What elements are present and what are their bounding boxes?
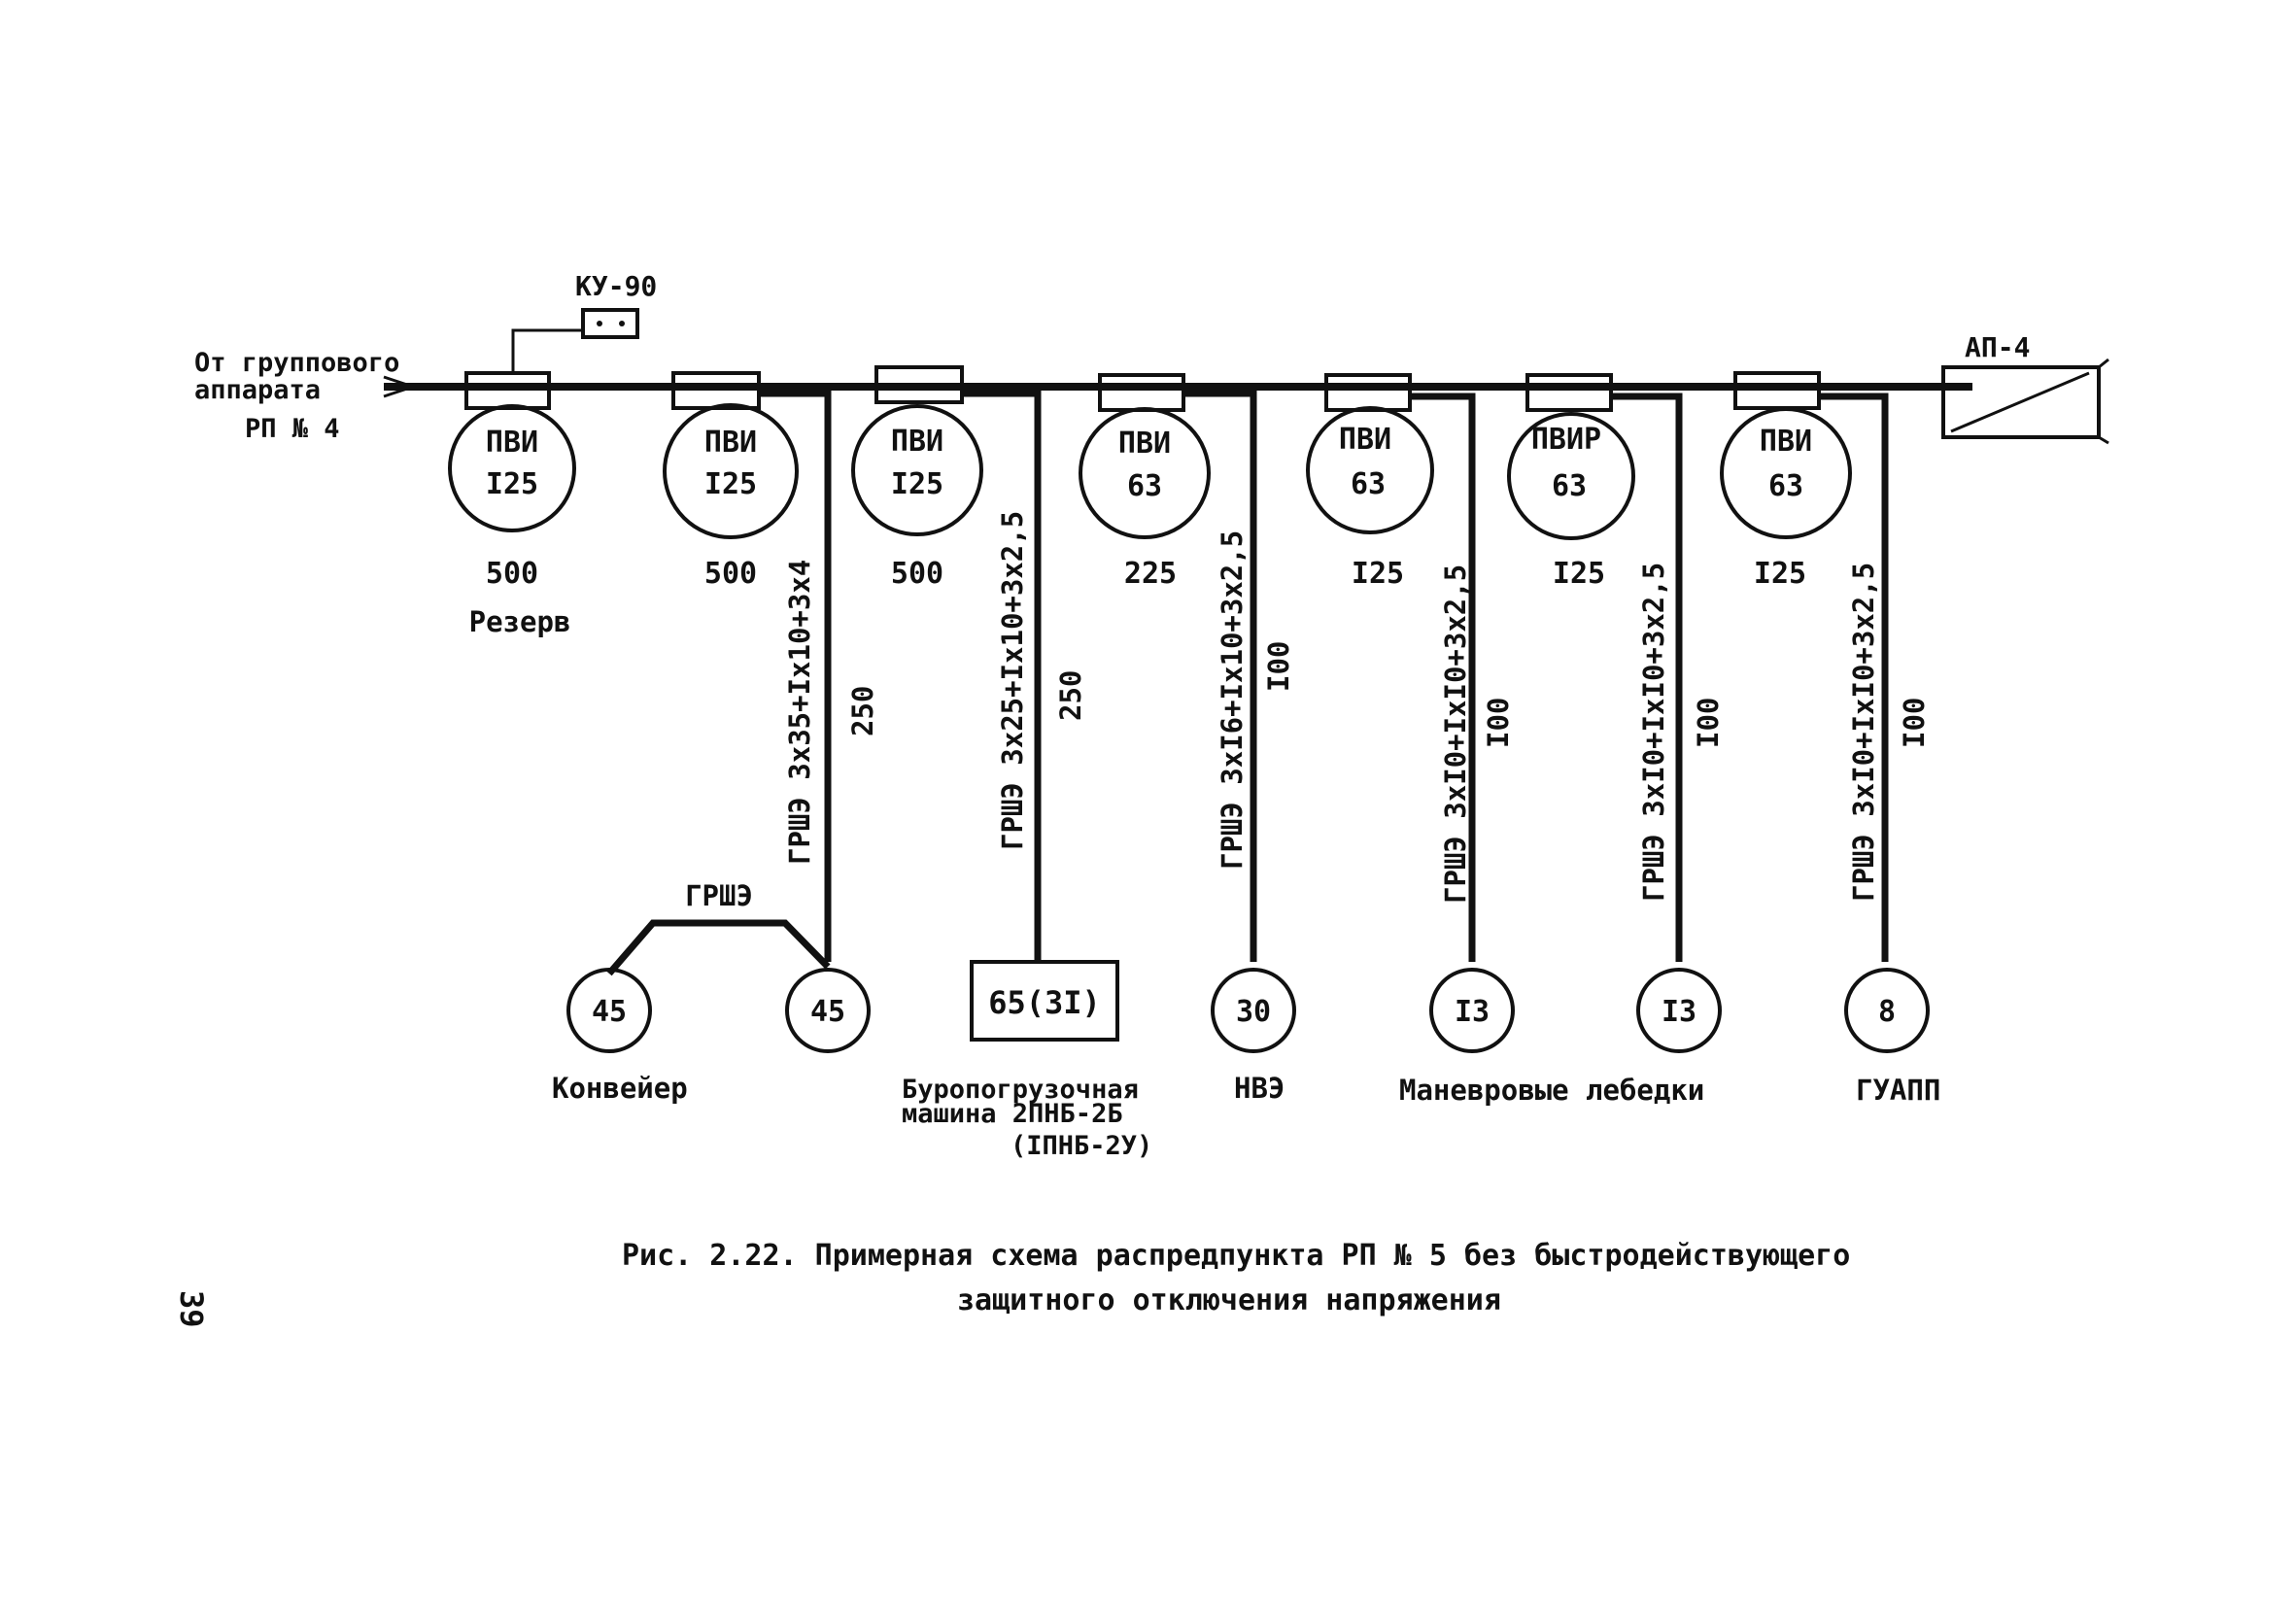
ap4-diagonal [1950,371,2090,433]
ku90-contact [597,321,602,326]
switch-5-circle [1306,406,1434,534]
feeder-6-length: I00 [1692,698,1725,748]
switch-7-circle [1720,407,1852,539]
feeder-3-cable-label: ГРШЭ 3х25+Iх10+3х2,5 [996,511,1029,850]
switch-2-current: I25 [704,467,757,501]
switch-7-type: ПВИ [1760,425,1812,459]
switch-7-setting: I25 [1754,557,1806,591]
conveyor-motor-a-power: 45 [592,995,627,1029]
switch-3-setting: 500 [891,557,943,591]
ku90-contact [619,321,625,326]
nve-motor [1211,968,1296,1053]
feeder-3-cable [962,390,1042,962]
ap4-tick [2098,358,2109,369]
switch-6-current: 63 [1552,469,1587,503]
switch-1-note: Резерв [469,605,571,638]
conveyor-motor-b-power: 45 [810,995,845,1029]
winch-b-power: I3 [1662,995,1696,1029]
feeder-4-cable-label: ГРШЭ 3хI6+Iх10+3х2,5 [1216,530,1249,870]
loader-name-3: (IПНБ-2У) [1011,1131,1152,1161]
conveyor-link-cable [606,919,831,976]
winch-name: Маневровые лебедки [1399,1074,1704,1107]
switch-6-circle [1507,412,1635,540]
loader-box [970,960,1119,1042]
switch-1-current: I25 [486,467,538,501]
switch-5-setting: I25 [1352,557,1404,591]
feeder-6-cable-label: ГРШЭ 3хI0+IхI0+3х2,5 [1637,563,1670,902]
winch-a-power: I3 [1455,995,1490,1029]
feeder-2-length: 250 [846,686,879,736]
guapp-motor [1844,968,1930,1053]
loader-power: 65(3I) [988,984,1101,1021]
feeder-6-cable [1611,393,1683,962]
feeder-7-cable-label: ГРШЭ 3хI0+IхI0+3х2,5 [1847,563,1880,902]
winch-motor-b [1636,968,1722,1053]
switch-7-current: 63 [1768,469,1803,503]
feeder-2-cable [759,390,832,962]
feeder-4-cable [1183,390,1257,962]
source-label-line1: От группового [194,348,399,378]
switch-2-setting: 500 [704,557,757,591]
conveyor-name: Конвейер [552,1072,688,1105]
page-number: 39 [173,1290,210,1328]
ap4-tick [2098,435,2109,445]
switch-6-contactor [1525,373,1613,412]
switch-3-type: ПВИ [891,425,943,459]
ku90-label: КУ-90 [575,270,657,302]
source-label-line2: аппарата [194,375,321,405]
switch-2-type: ПВИ [704,426,757,460]
feeder-5-cable-label: ГРШЭ 3хI0+IхI0+3х2,5 [1439,564,1472,904]
source-label-line3: РП № 4 [245,414,340,444]
guapp-power: 8 [1878,995,1896,1029]
feeder-3-length: 250 [1054,670,1087,721]
switch-3-circle [851,404,983,536]
switch-1-type: ПВИ [486,426,538,460]
feeder-4-length: I00 [1262,641,1295,692]
switch-6-setting: I25 [1553,557,1605,591]
loader-name-2: машина 2ПНБ-2Б [902,1099,1123,1129]
switch-4-setting: 225 [1124,557,1177,591]
switch-5-contactor [1324,373,1412,412]
switch-5-type: ПВИ [1339,423,1391,457]
switch-2-circle [663,403,799,539]
conveyor-link-label: ГРШЭ [685,879,753,912]
switch-1-circle [448,404,576,532]
switch-4-type: ПВИ [1118,427,1171,461]
guapp-name: ГУАПП [1856,1074,1940,1107]
nve-name: НВЭ [1234,1072,1285,1105]
loader-name-1: Буропогрузочная [902,1075,1139,1105]
feeder-5-cable [1410,393,1476,962]
winch-motor-a [1429,968,1515,1053]
ap4-label: АП-4 [1965,331,2030,363]
feeder-2-cable-label: ГРШЭ 3х35+Iх10+3х4 [783,560,816,865]
switch-5-current: 63 [1351,467,1386,501]
feeder-5-length: I00 [1482,698,1515,748]
switch-3-current: I25 [891,467,943,501]
switch-4-circle [1079,407,1211,539]
nve-power: 30 [1236,995,1271,1029]
conveyor-motor-b [785,968,871,1053]
switch-6-type: ПВИР [1531,423,1601,457]
switch-1-setting: 500 [486,557,538,591]
caption-line1: Рис. 2.22. Примерная схема распредпункта… [622,1239,1850,1273]
switch-4-contactor [1098,373,1185,412]
switch-4-current: 63 [1127,469,1162,503]
conveyor-motor-a [566,968,652,1053]
ku90-box [581,308,639,339]
switch-3-contactor [874,365,964,404]
feeder-7-cable [1819,393,1889,962]
ku90-wire [511,328,583,374]
feeder-7-length: I00 [1898,698,1931,748]
caption-line2: защитного отключения напряжения [957,1283,1501,1317]
